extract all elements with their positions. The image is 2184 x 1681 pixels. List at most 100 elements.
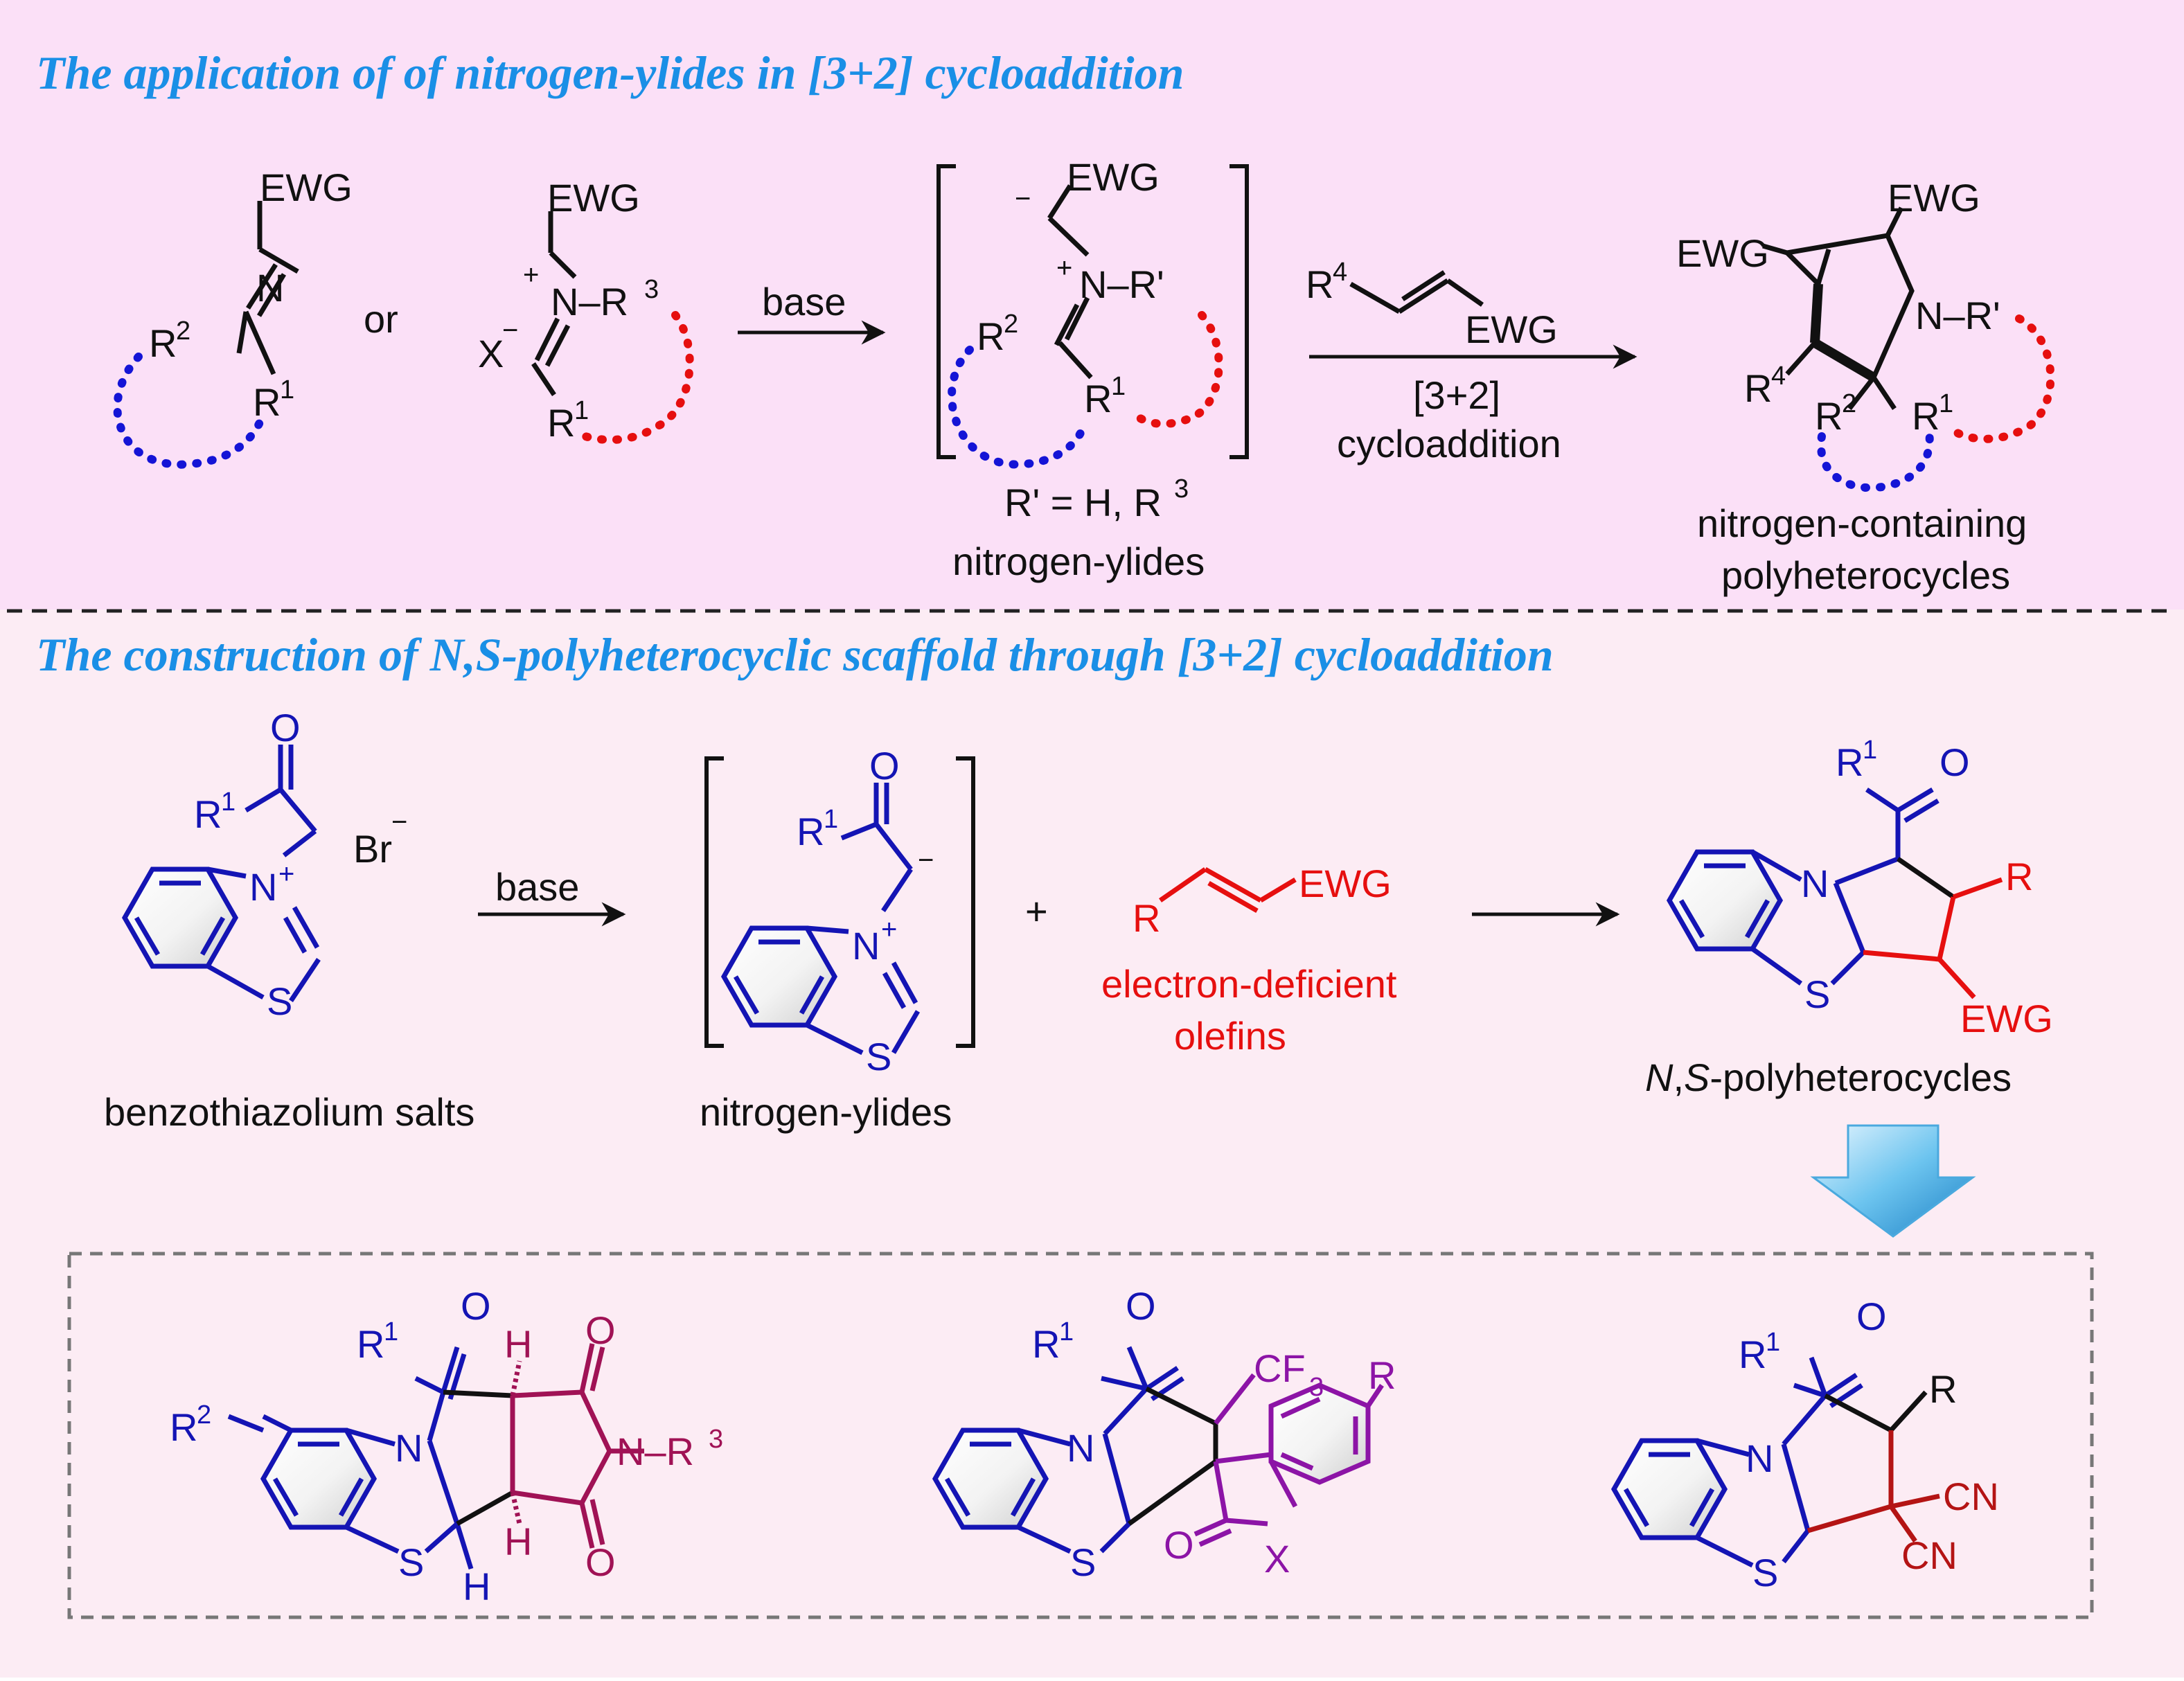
iminium-r1: R [547, 401, 575, 445]
product-top-r1-sup: 1 [1939, 389, 1953, 418]
ylide-bottom-r1-sup: 1 [824, 805, 838, 834]
imine-r1: R [253, 380, 281, 424]
ex1-o-bottom: O [585, 1540, 616, 1584]
ns-product-ewg: EWG [1960, 997, 2053, 1040]
product-top-caption-1: nitrogen-containing [1697, 501, 2027, 545]
ex3-r1: R [1739, 1333, 1766, 1376]
product-top-caption-2: polyheterocycles [1721, 553, 2010, 597]
ylide-brackets-bottom [704, 756, 975, 1048]
imine-blue-ring [113, 353, 264, 469]
iminium-red-ring [581, 311, 694, 444]
ex1-n: N [395, 1426, 423, 1470]
ex2-r1: R [1032, 1322, 1060, 1366]
iminium-plus: + [523, 260, 539, 290]
ex3-o: O [1856, 1295, 1887, 1338]
ex1-n-r3: N–R [616, 1430, 694, 1473]
ex2-cf3: CF [1254, 1346, 1306, 1390]
ylide-top-minus: − [1015, 184, 1031, 214]
product-top-ewg-left: EWG [1676, 231, 1769, 275]
ylide-structure-bottom [720, 783, 921, 1056]
ylide-top-blue-ring [948, 346, 1088, 469]
ex3-r1-sup: 1 [1766, 1328, 1780, 1357]
ns-product [1666, 787, 2003, 999]
ns-product-caption: N,S-polyheterocycles [1645, 1056, 2012, 1099]
iminium-x: X [478, 332, 504, 375]
olefin-bottom-r: R [1133, 896, 1160, 940]
ylide-brackets-top [936, 164, 1249, 459]
ylide-top-plus: + [1056, 253, 1072, 283]
ylide-bottom-s: S [866, 1035, 891, 1078]
ns-product-r1-sup: 1 [1863, 736, 1877, 765]
ex1-h-s: H [463, 1565, 490, 1608]
iminium-structure [531, 211, 577, 396]
salt-br: Br [353, 827, 392, 871]
ex3-cn1: CN [1943, 1475, 1999, 1518]
salt-plus: + [278, 859, 294, 889]
product-top-r4: R [1744, 366, 1772, 410]
ex1-o: O [461, 1284, 491, 1328]
ex1-h-top: H [504, 1322, 532, 1366]
ns-product-r1: R [1836, 740, 1863, 784]
pyrrolidine-product-top [1762, 206, 1915, 411]
ex2-o2: O [1164, 1523, 1194, 1567]
ex2-cf3-sub: 3 [1309, 1373, 1324, 1402]
ex3-s: S [1752, 1551, 1778, 1594]
ex3-r: R [1929, 1367, 1957, 1411]
ex2-r1-sup: 1 [1059, 1317, 1074, 1346]
ex1-r1: R [357, 1322, 384, 1366]
ex1-r2: R [170, 1405, 197, 1449]
ex2-x: X [1264, 1537, 1290, 1581]
base-label-bottom: base [495, 865, 579, 909]
ylide-top-r1-sup: 1 [1111, 372, 1126, 401]
ylide-top-r2-sup: 2 [1004, 310, 1018, 339]
ex1-r3-sup: 3 [709, 1425, 723, 1454]
olefin-top-ewg: EWG [1465, 308, 1558, 351]
salt-r1-sup: 1 [221, 788, 236, 817]
ylide-top-ewg: EWG [1067, 155, 1160, 199]
arrow-down-icon [1810, 1124, 1976, 1238]
iminium-n-r3: N–R [551, 280, 628, 323]
ex2-n: N [1067, 1426, 1094, 1470]
salt-br-charge: − [391, 807, 407, 837]
product-top-blue-ring [1816, 429, 1934, 492]
top-title: The application of of nitrogen-ylides in… [36, 46, 1184, 99]
base-label-top: base [762, 280, 846, 323]
ylide-top-note: R' = H, R [1004, 481, 1162, 524]
olefin-bottom-ewg: EWG [1299, 862, 1392, 905]
salt-s: S [267, 979, 292, 1023]
ylide-top-red-ring [1132, 311, 1223, 428]
product-top-r2: R [1815, 394, 1843, 438]
ylide-bottom-o: O [869, 744, 900, 788]
iminium-ewg: EWG [547, 176, 640, 220]
product-top-red-ring [1942, 314, 2055, 443]
cond-line-1: [3+2] [1413, 373, 1500, 417]
ylide-bottom-r1: R [797, 810, 824, 853]
ylide-top-r1: R [1084, 377, 1112, 420]
ylide-bottom-n: N [852, 924, 880, 968]
ex1-o-top: O [585, 1308, 616, 1352]
ns-product-n: N [1801, 862, 1829, 905]
ex2-r: R [1368, 1353, 1396, 1397]
product-top-n-rprime: N–R' [1915, 294, 2000, 337]
ex1-r2-sup: 2 [197, 1400, 211, 1430]
imine-r2-sup: 2 [176, 317, 190, 346]
ex1-r1-sup: 1 [384, 1317, 398, 1346]
ylide-top-note-sup: 3 [1174, 474, 1189, 504]
example-3-structure [1610, 1356, 1940, 1568]
ylide-top-caption: nitrogen-ylides [952, 540, 1205, 583]
olefin-structure-bottom [1159, 866, 1297, 914]
ex2-s: S [1070, 1540, 1096, 1584]
salt-o: O [270, 706, 301, 749]
imine-r2: R [149, 321, 177, 365]
ns-product-s: S [1804, 972, 1830, 1016]
olefin-bottom-caption-2: olefins [1174, 1014, 1286, 1058]
imine-n: N [256, 266, 284, 310]
iminium-r3-sup: 3 [644, 275, 659, 304]
salt-caption: benzothiazolium salts [104, 1090, 474, 1134]
product-top-r1: R [1912, 394, 1939, 438]
ylide-structure-top [1047, 184, 1093, 380]
iminium-r1-sup: 1 [574, 396, 589, 425]
ylide-top-r2: R [977, 314, 1004, 358]
ex1-s: S [398, 1540, 424, 1584]
